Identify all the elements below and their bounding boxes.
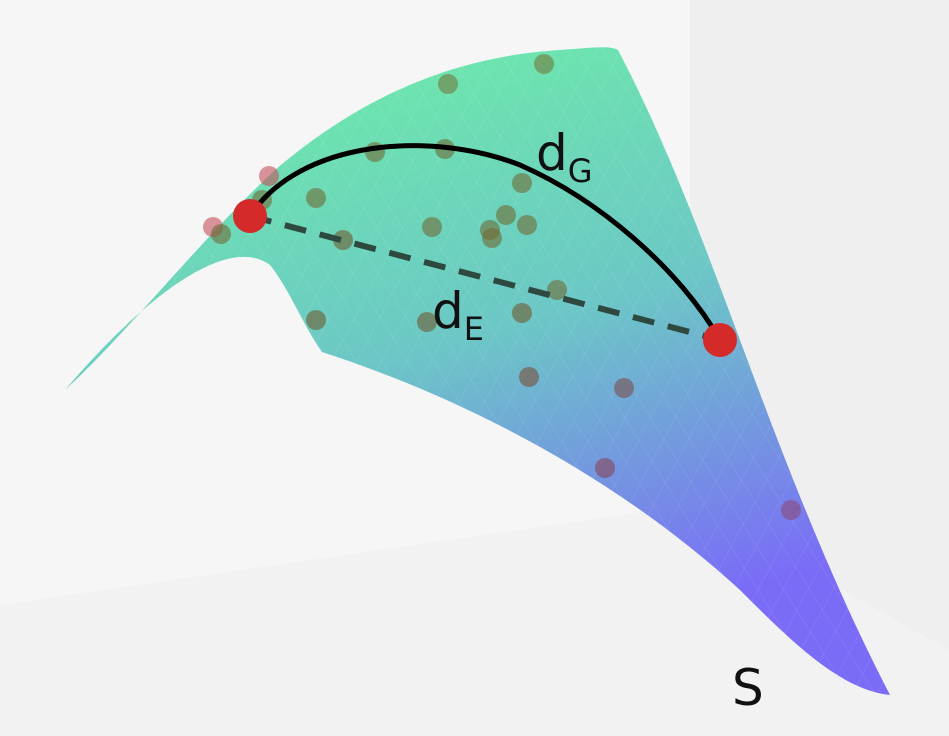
sample-point	[547, 280, 567, 300]
sample-point	[512, 173, 532, 193]
geodesic-distance-curve	[247, 143, 723, 343]
sample-point	[306, 310, 326, 330]
sample-points	[203, 54, 801, 520]
geodesic-distance-label: dG	[536, 124, 593, 190]
sample-point	[595, 458, 615, 478]
sample-point	[211, 224, 231, 244]
sample-point	[781, 500, 801, 520]
sample-point	[482, 228, 502, 248]
sample-point	[306, 188, 326, 208]
sample-point	[417, 312, 437, 332]
sample-point	[534, 54, 554, 74]
sample-point	[512, 303, 532, 323]
sample-point	[438, 74, 458, 94]
sample-point	[496, 205, 516, 225]
surface-label: S	[732, 659, 764, 717]
sample-point	[333, 230, 353, 250]
endpoint-a	[233, 199, 267, 233]
euclidean-distance-line	[249, 213, 721, 343]
euclidean-distance-label: dE	[432, 282, 484, 348]
endpoint-b	[703, 323, 737, 357]
sample-point	[422, 217, 442, 237]
sample-point	[519, 367, 539, 387]
sample-point	[517, 215, 537, 235]
sample-point	[259, 166, 279, 186]
sample-point	[614, 378, 634, 398]
